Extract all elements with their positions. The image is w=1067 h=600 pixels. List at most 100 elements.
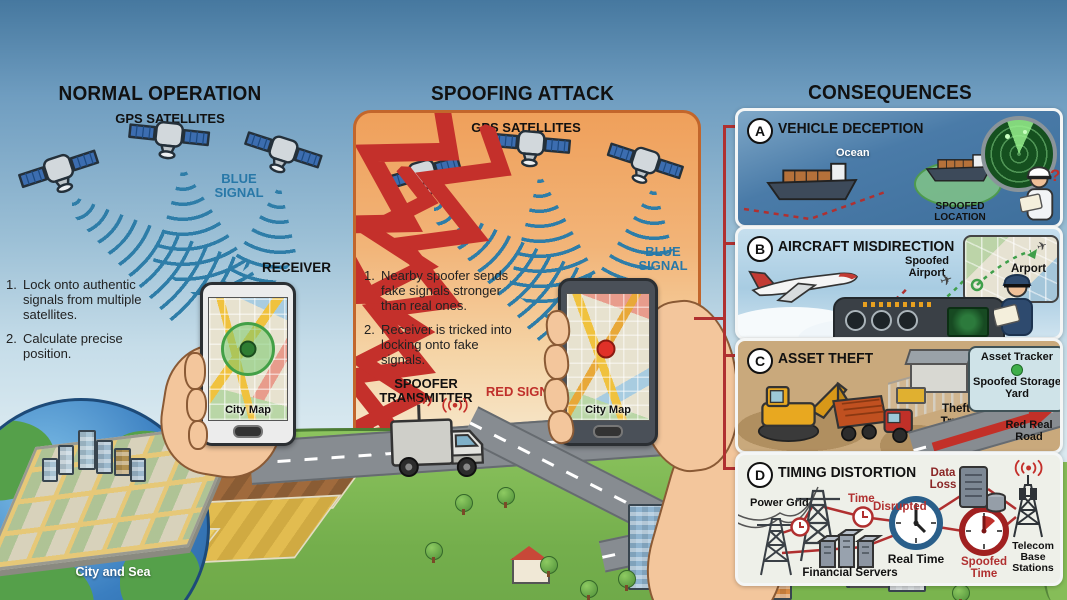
panel-asset-theft: Theft Truck Red Real Road Asset Tracker … [735, 338, 1063, 454]
spoofed-position-dot [596, 339, 616, 359]
consequences-title: CONSEQUENCES [808, 82, 972, 104]
tree [425, 542, 443, 563]
badge-d: D [747, 462, 773, 488]
phone-home-button [233, 425, 263, 438]
panel-d-title: TIMING DISTORTION [778, 465, 917, 481]
spoofing-steps-list: 1. Nearby spoofer sends fake signals str… [364, 268, 516, 377]
pilot-figure [992, 271, 1038, 337]
normal-operation-title: NORMAL OPERATION [58, 83, 262, 105]
connector-stub-d [723, 467, 737, 470]
asset-tracker-label: Asset Tracker [980, 351, 1054, 363]
dump-truck-icon [824, 391, 928, 449]
badge-a: A [747, 118, 773, 144]
cockpit-lights [863, 302, 933, 307]
connector-bracket [723, 125, 726, 469]
receiver-phone-normal: City Map [200, 282, 296, 446]
inset-route [970, 249, 1037, 292]
receiver-label: RECEIVER [262, 260, 332, 275]
panel-b-title: AIRCRAFT MISDIRECTION [778, 239, 955, 255]
disrupted-label: Disrupted [873, 501, 927, 513]
panel-vehicle-deception: Ocean SPOOFED LOCATION ? A VEHICLE DECEP… [735, 108, 1063, 228]
panel-timing-distortion: Power Grid Time Disrupted Data Loss Real… [735, 452, 1063, 586]
airport-map-inset: ✈ Arport [963, 235, 1059, 303]
gps-position-dot [239, 340, 257, 358]
spoofed-time-label: Spoofed Time [961, 556, 1007, 581]
yard-loader [896, 387, 926, 404]
ocean-label: Ocean [836, 147, 870, 159]
time-label: Time [848, 493, 875, 505]
gps-satellites-label: GPS SATELLITES [115, 111, 225, 126]
asset-tracker-box: Asset Tracker Spoofed Storage Yard [968, 346, 1061, 412]
blue-signal-label: BLUE SIGNAL [214, 171, 264, 201]
connector-line [694, 317, 725, 320]
tree [497, 487, 515, 508]
spoofed-location-label: SPOOFED LOCATION [934, 201, 986, 223]
mini-building [96, 440, 113, 474]
red-real-road-label: Red Real Road [1005, 419, 1053, 444]
storage-shed [904, 349, 974, 393]
normal-steps-list: 1. Lock onto authentic signals from mult… [6, 277, 168, 371]
airplane-icon [746, 255, 864, 307]
financial-servers-label: Financial Servers [802, 567, 898, 579]
cockpit-gauge [845, 310, 866, 331]
timing-network-graphic [738, 459, 1043, 576]
mini-building [58, 445, 74, 475]
left-thumb [184, 352, 206, 390]
ship-captain-figure [1018, 163, 1058, 223]
connector-stub-b [723, 242, 737, 245]
airport-label: Arport [1011, 263, 1047, 275]
gps-position-marker [221, 322, 275, 377]
panel-aircraft-misdirection: Spoofed Airport ✈ ✈ Arport [735, 226, 1063, 340]
phone-map-label: City Map [225, 404, 271, 416]
connector-stub-a [723, 125, 737, 128]
telecom-base-stations-label: Telecom Base Stations [1012, 540, 1054, 575]
list-item: 1. Nearby spoofer sends fake signals str… [364, 268, 509, 313]
radar-blip [1023, 130, 1027, 134]
map-screen: City Map [208, 297, 288, 421]
shed-roof [904, 349, 974, 365]
phone-map-label: City Map [585, 404, 631, 416]
receiver-phone-spoofed: City Map [558, 278, 658, 446]
satellite-icon [13, 135, 106, 206]
mini-building [42, 458, 58, 482]
badge-c: C [747, 348, 773, 374]
tree [455, 494, 473, 515]
list-item: 1. Lock onto authentic signals from mult… [6, 277, 142, 322]
radar-blip [1005, 134, 1010, 139]
cockpit-panel [833, 297, 1005, 337]
cargo-ship-icon [764, 159, 860, 203]
mini-building [114, 448, 131, 476]
gps-satellites-label: GPS SATELLITES [471, 120, 581, 135]
connector-stub-c [723, 354, 737, 357]
excavator-icon [748, 369, 856, 443]
spoofed-route-dashes [743, 189, 889, 221]
tracker-dot-icon [1011, 364, 1023, 377]
spoofed-storage-yard-label: Spoofed Storage Yard [972, 376, 1061, 400]
badge-b: B [747, 236, 773, 262]
phone-home-button [593, 425, 623, 438]
tree [540, 556, 558, 577]
satellite-icon [126, 108, 213, 164]
blue-signal-label: BLUE SIGNAL [638, 244, 688, 274]
map-screen: City Map [566, 293, 650, 421]
mini-building [78, 430, 96, 470]
tree [618, 570, 636, 591]
left-finger [186, 388, 207, 422]
panel-a-title: VEHICLE DECEPTION [778, 121, 924, 137]
list-item: 2. Calculate precise position. [6, 330, 123, 361]
power-grid-label: Power Grid [750, 497, 809, 509]
left-finger [188, 420, 208, 450]
tree [580, 580, 598, 600]
cockpit-nav-screen [947, 307, 989, 337]
mini-building [130, 458, 146, 482]
data-loss-label: Data Loss [929, 467, 957, 492]
real-time-label: Real Time [887, 552, 945, 566]
list-item: 2. Receiver is tricked into locking onto… [364, 321, 512, 367]
panel-c-title: ASSET THEFT [778, 351, 874, 367]
spoofer-truck [388, 391, 487, 491]
cockpit-gauge [871, 310, 892, 331]
spoofing-attack-title: SPOOFING ATTACK [431, 83, 614, 105]
globe-label: City and Sea [75, 565, 151, 579]
cockpit-gauge [897, 310, 918, 331]
